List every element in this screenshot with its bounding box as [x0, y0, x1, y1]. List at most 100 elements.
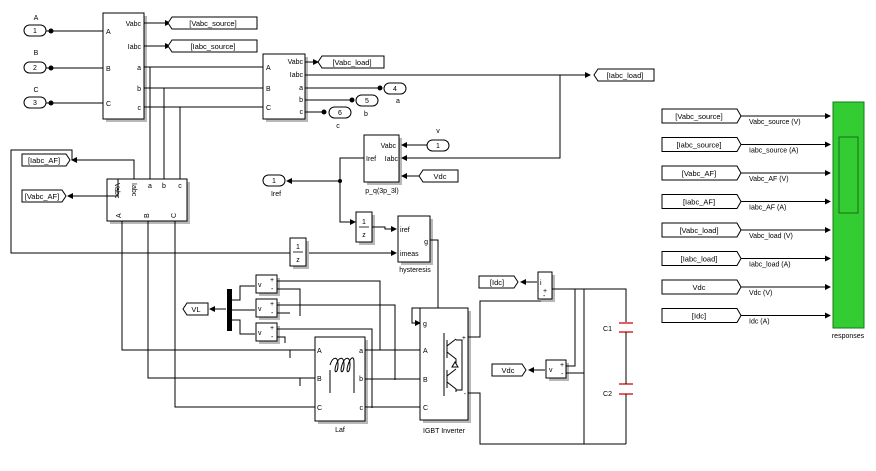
- load-out-c: c: [300, 109, 304, 116]
- laf-in-b: B: [317, 376, 322, 383]
- voltmeter-2[interactable]: v + -: [255, 298, 280, 320]
- capacitor-c1[interactable]: C1: [603, 322, 633, 378]
- load-out-vabc: Vabc: [288, 59, 304, 66]
- goto-vabc-load[interactable]: [Vabc_load]: [317, 55, 385, 69]
- dc-voltage-meter[interactable]: v + -: [545, 359, 569, 381]
- from-tag[interactable]: [661, 279, 742, 295]
- laf-in-c: C: [317, 405, 322, 412]
- scope-input-row[interactable]: [Vabc_AF]Vabc_AF (V): [661, 165, 831, 183]
- af-b: b: [162, 183, 166, 190]
- load-out-wires: [305, 87, 378, 113]
- source-port-c[interactable]: C 3: [23, 87, 47, 109]
- af-iabc-wire: [71, 157, 135, 179]
- signal-label: Iabc_AF (A): [749, 205, 786, 212]
- from-idc[interactable]: [Idc]: [478, 275, 519, 289]
- from-tag-text: [Iabc_source]: [676, 141, 721, 150]
- from-tag-text: Vdc: [693, 283, 706, 292]
- load-port-c[interactable]: 6 c: [328, 106, 352, 130]
- vm3-v: v: [258, 330, 262, 337]
- vmeter-minus: -: [561, 371, 564, 378]
- from-tag-text: [Vabc_AF]: [682, 169, 716, 178]
- inductor-coil-icon: [329, 357, 355, 393]
- scope-inputs: [Vabc_source]Vabc_source (V) [Iabc_source…: [661, 108, 831, 326]
- laf-out-a: a: [359, 348, 363, 355]
- src-out-b: b: [137, 86, 141, 93]
- source-input-wires: [46, 30, 103, 104]
- c1-plates-icon: [619, 322, 633, 333]
- pq-name: p_q(3p_3l): [365, 188, 398, 195]
- source-measurement-block[interactable]: A B C Vabc Iabc a b c: [102, 12, 147, 122]
- from-vl[interactable]: VL: [182, 302, 209, 316]
- unit-delay-1[interactable]: 1 z: [355, 211, 375, 245]
- load-measurement-block[interactable]: A B C Vabc Iabc a b c: [262, 53, 308, 122]
- load-port-c-num: 6: [338, 110, 342, 117]
- vmeter-v: v: [549, 367, 553, 374]
- hysteresis-block[interactable]: iref imeas g hysteresis: [397, 215, 433, 274]
- v-inport[interactable]: v 1: [426, 128, 450, 152]
- delay2-den: z: [296, 257, 300, 264]
- goto-iabc-load-text: [Iabc_load]: [607, 71, 644, 80]
- scope-input-row[interactable]: [Iabc_source]Iabc_source (A): [661, 137, 831, 155]
- laf-inductor-block[interactable]: A B C a b c Laf: [314, 336, 368, 434]
- vl-mux-bar[interactable]: [227, 289, 232, 331]
- pq-control-block[interactable]: Vabc Iref Iabc p_q(3p_3l): [363, 134, 402, 195]
- load-out-iabc: Iabc: [290, 72, 304, 79]
- from-tag[interactable]: [661, 194, 742, 209]
- igbt-b: B: [423, 377, 428, 384]
- scope-input-row[interactable]: [Iabc_load]Iabc_load (A): [661, 251, 831, 269]
- goto-iabc-af[interactable]: [Iabc_AF]: [21, 153, 71, 167]
- capacitor-c2[interactable]: C2: [603, 378, 633, 444]
- dc-plus-wire: [468, 300, 541, 338]
- af-vabc: Vabc: [113, 183, 120, 199]
- dc-bus-wires: [552, 288, 627, 444]
- scope-input-row[interactable]: [Idc]Idc (A): [661, 308, 831, 326]
- vm2-plus: +: [270, 301, 274, 308]
- iref-out-wire: [286, 157, 364, 184]
- src-to-af-wires: [149, 67, 181, 185]
- scope-input-row[interactable]: [Iabc_AF]Iabc_AF (A): [661, 194, 831, 212]
- from-tag[interactable]: [661, 165, 742, 181]
- delay1-num: 1: [362, 219, 366, 226]
- voltmeter-1[interactable]: v + -: [255, 274, 280, 296]
- from-vdc-2[interactable]: Vdc: [491, 363, 527, 377]
- from-tag[interactable]: [661, 222, 742, 238]
- load-in-b: B: [266, 86, 271, 93]
- af-a: a: [148, 183, 152, 190]
- hyst-g: g: [424, 239, 428, 246]
- iref-outport[interactable]: 1 Iref: [262, 174, 286, 198]
- af-measurement-block[interactable]: Vabc Iabc a b c A B C: [106, 178, 190, 224]
- goto-iabc-source[interactable]: [Iabc_source]: [167, 39, 258, 53]
- from-tag[interactable]: [661, 108, 742, 124]
- goto-vabc-source[interactable]: [Vabc_source]: [167, 16, 258, 30]
- src-out-vabc: Vabc: [126, 21, 142, 28]
- load-port-b[interactable]: 5 b: [355, 94, 379, 118]
- load-port-a[interactable]: 4 a: [383, 82, 407, 105]
- source-port-b[interactable]: B 2: [23, 50, 47, 74]
- unit-delay-2[interactable]: 1 z: [289, 237, 309, 269]
- from-vdc-1[interactable]: Vdc: [418, 169, 459, 183]
- dc-current-meter[interactable]: i + -: [537, 271, 555, 302]
- load-port-c-label: c: [336, 123, 340, 130]
- hyst-name: hysteresis: [399, 267, 431, 274]
- port-c-label: C: [33, 87, 38, 94]
- responses-scope[interactable]: responses: [832, 101, 865, 340]
- igbt-inverter-block[interactable]: g A B C + - IGBT Inverter: [419, 307, 471, 435]
- dc-minus-wire: [468, 392, 626, 445]
- source-port-a[interactable]: A 1: [23, 15, 47, 37]
- scope-input-row[interactable]: [Vabc_load]Vabc_load (V): [661, 222, 831, 240]
- igbt-name: IGBT Inverter: [423, 428, 466, 435]
- delay1-den: z: [362, 232, 366, 239]
- v-inport-num: 1: [436, 143, 440, 150]
- port-a-label: A: [34, 15, 39, 22]
- goto-vabc-af-text: [Vabc_AF]: [25, 192, 59, 201]
- from-tag[interactable]: [661, 251, 742, 266]
- goto-vabc-af[interactable]: [Vabc_AF]: [21, 189, 67, 203]
- goto-iabc-load[interactable]: [Iabc_load]: [593, 68, 655, 82]
- from-tag[interactable]: [661, 137, 742, 152]
- voltmeter-3[interactable]: v + -: [255, 322, 280, 344]
- scope-input-row[interactable]: [Vabc_source]Vabc_source (V): [661, 108, 831, 126]
- from-tag[interactable]: [661, 308, 742, 323]
- vm3-minus: -: [271, 334, 274, 341]
